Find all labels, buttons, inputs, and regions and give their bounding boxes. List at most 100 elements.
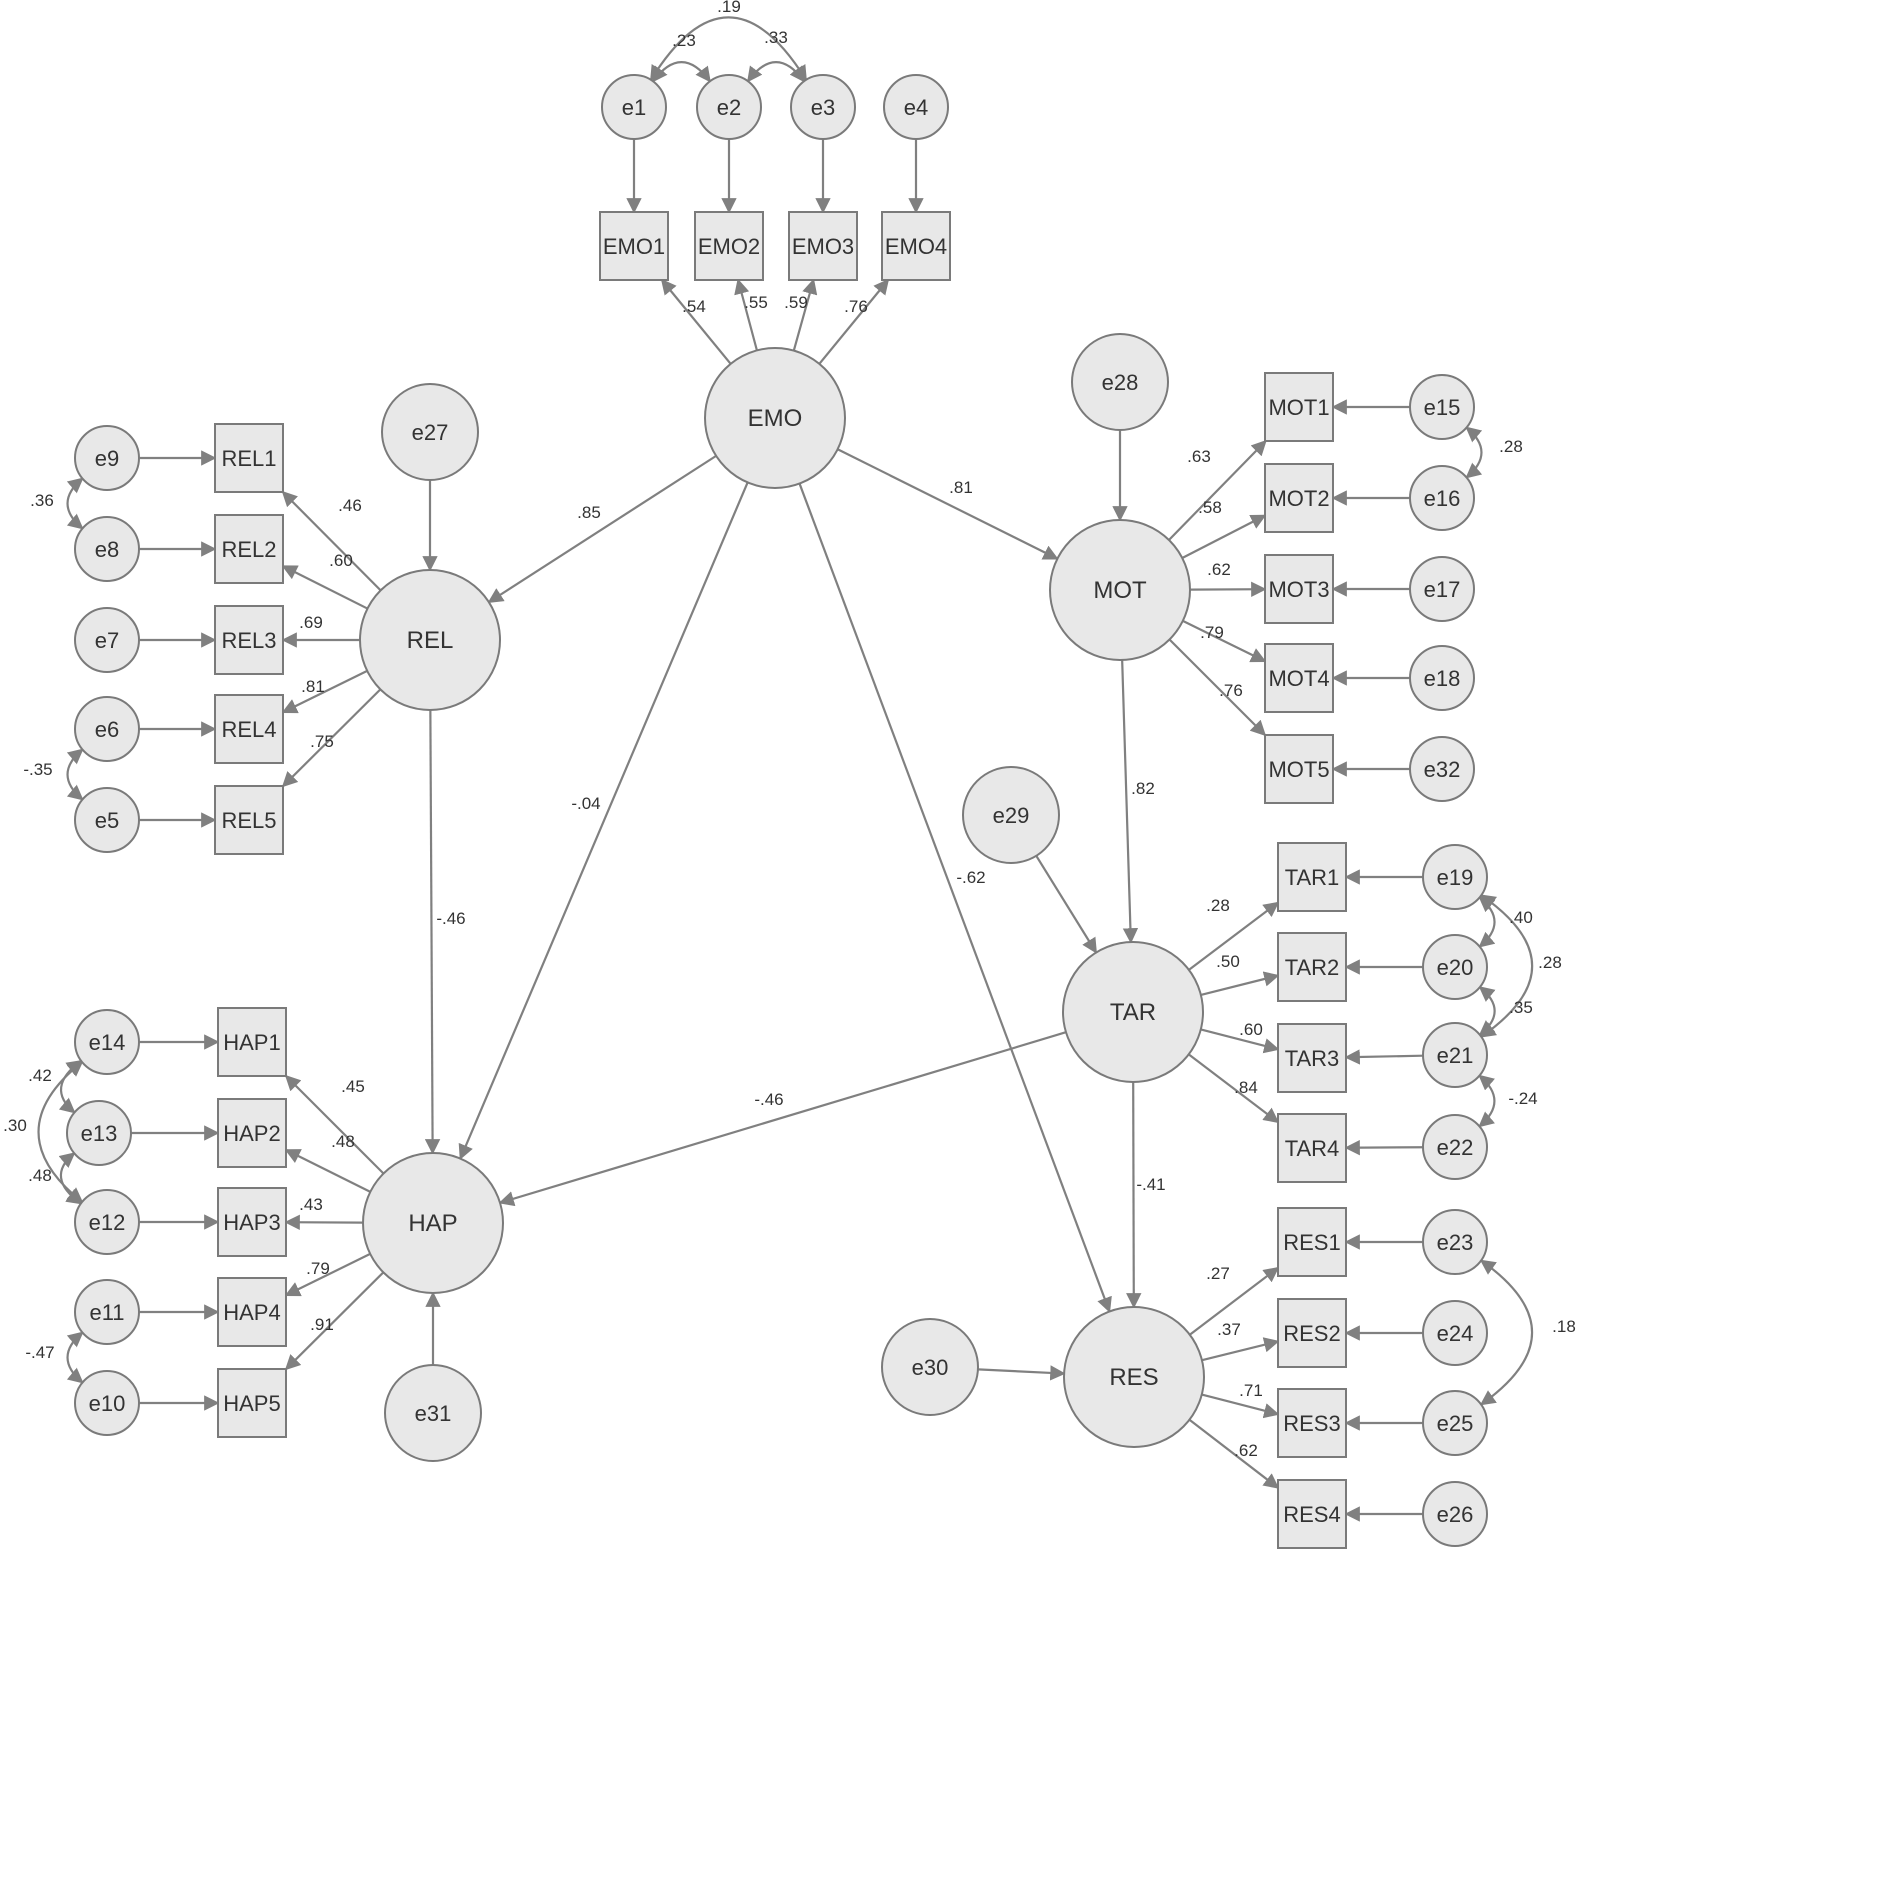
indicator-node-tar4: TAR4 — [1277, 1113, 1347, 1183]
path-e22-to-tar4 — [1344, 1139, 1424, 1156]
node-label: REL5 — [221, 808, 276, 833]
node-label: e3 — [811, 95, 835, 120]
covariance-label-e13-e12: .48 — [28, 1166, 52, 1185]
error-node-e2: e2 — [696, 74, 762, 140]
coef-tar-hap: -.46 — [754, 1090, 783, 1109]
path-rel-to-rel5 — [281, 688, 382, 788]
node-label: RES — [1109, 1364, 1158, 1391]
error-node-e11: e11 — [74, 1279, 140, 1345]
node-label: MOT4 — [1268, 666, 1329, 691]
indicator-node-mot2: MOT2 — [1264, 463, 1334, 533]
error-node-e31: e31 — [384, 1364, 482, 1462]
indicator-box — [694, 211, 764, 281]
latent-circle — [359, 569, 501, 711]
indicator-box — [217, 1277, 287, 1347]
latent-circle — [1062, 941, 1204, 1083]
error-node-e25: e25 — [1422, 1390, 1488, 1456]
path-rel-to-rel4 — [281, 669, 368, 714]
indicator-box — [1264, 554, 1334, 624]
covariance-label-e2-e3: .33 — [764, 28, 788, 47]
indicator-node-mot3: MOT3 — [1264, 554, 1334, 624]
indicator-node-rel4: REL4 — [214, 694, 284, 764]
path-tar-to-tar4 — [1188, 1053, 1280, 1124]
error-circle — [74, 425, 140, 491]
node-label: e7 — [95, 628, 119, 653]
node-label: e32 — [1424, 757, 1461, 782]
covariance-e15-e16 — [1465, 426, 1483, 479]
path-emo-to-emo2 — [734, 278, 758, 351]
error-node-e9: e9 — [74, 425, 140, 491]
node-label: e18 — [1424, 666, 1461, 691]
error-node-e1: e1 — [601, 74, 667, 140]
node-label: e8 — [95, 537, 119, 562]
path-hap-to-hap2 — [284, 1148, 371, 1193]
covariance-e23-e25 — [1479, 1259, 1533, 1406]
coef-hap-hap5: .91 — [310, 1315, 334, 1334]
path-emo-to-rel — [487, 454, 717, 604]
error-node-e3: e3 — [790, 74, 856, 140]
error-circle — [1409, 645, 1475, 711]
error-circle — [381, 383, 479, 481]
coef-emo-mot: .81 — [949, 478, 973, 497]
error-circle — [601, 74, 667, 140]
node-label: e29 — [993, 803, 1030, 828]
indicator-node-mot1: MOT1 — [1264, 372, 1334, 442]
covariance-e21-e22 — [1478, 1074, 1496, 1128]
latent-node-mot: MOT — [1049, 519, 1191, 661]
covariance-e13-e12 — [58, 1152, 83, 1205]
path-hap-to-hap4 — [284, 1252, 371, 1297]
indicator-box — [214, 605, 284, 675]
error-node-e7: e7 — [74, 607, 140, 673]
coef-hap-hap3: .43 — [299, 1195, 323, 1214]
indicator-node-emo4: EMO4 — [881, 211, 951, 281]
error-circle — [1422, 1390, 1488, 1456]
indicator-box — [1277, 1023, 1347, 1093]
error-node-e24: e24 — [1422, 1300, 1488, 1366]
covariances-layer — [37, 16, 1534, 1406]
coef-emo-emo1: .54 — [682, 297, 706, 316]
path-emo-to-mot — [837, 448, 1059, 560]
indicator-node-res2: RES2 — [1277, 1298, 1347, 1368]
covariance-label-e23-e25: .18 — [1552, 1317, 1576, 1336]
error-node-e28: e28 — [1071, 333, 1169, 431]
covariance-label-e14-e13: .42 — [28, 1066, 52, 1085]
indicator-node-rel3: REL3 — [214, 605, 284, 675]
error-circle — [1409, 374, 1475, 440]
node-label: TAR — [1110, 999, 1156, 1026]
error-circle — [74, 1370, 140, 1436]
covariance-e14-e13 — [58, 1059, 83, 1114]
path-emo-to-emo1 — [660, 278, 732, 365]
node-label: e15 — [1424, 395, 1461, 420]
covariance-e20-e21 — [1478, 986, 1496, 1036]
path-e30-to-res — [977, 1365, 1066, 1381]
path-res-to-res3 — [1201, 1393, 1280, 1419]
node-label: MOT1 — [1268, 395, 1329, 420]
indicator-box — [1277, 842, 1347, 912]
indicator-box — [1264, 643, 1334, 713]
path-emo-to-emo4 — [818, 278, 890, 365]
node-label: REL — [407, 627, 454, 654]
node-label: e27 — [412, 420, 449, 445]
path-hap-to-hap5 — [284, 1271, 385, 1371]
error-node-e14: e14 — [74, 1009, 140, 1075]
error-node-e13: e13 — [66, 1100, 132, 1166]
covariance-e14-e12 — [37, 1061, 84, 1203]
indicator-box — [1277, 1479, 1347, 1549]
coef-emo-rel: .85 — [577, 503, 601, 522]
coef-rel-rel4: .81 — [301, 677, 325, 696]
coef-res-res4: .62 — [1234, 1441, 1258, 1460]
path-rel-to-hap — [424, 709, 441, 1155]
path-tar-to-tar2 — [1200, 971, 1280, 997]
path-tar-to-tar1 — [1188, 901, 1280, 971]
error-circle — [1422, 844, 1488, 910]
node-label: e21 — [1437, 1043, 1474, 1068]
node-label: e26 — [1437, 1502, 1474, 1527]
coef-rel-rel3: .69 — [299, 613, 323, 632]
node-label: HAP1 — [223, 1030, 280, 1055]
error-circle — [881, 1318, 979, 1416]
error-circle — [962, 766, 1060, 864]
indicator-node-rel2: REL2 — [214, 514, 284, 584]
latent-circle — [1063, 1306, 1205, 1448]
path-tar-to-hap — [498, 1031, 1067, 1207]
